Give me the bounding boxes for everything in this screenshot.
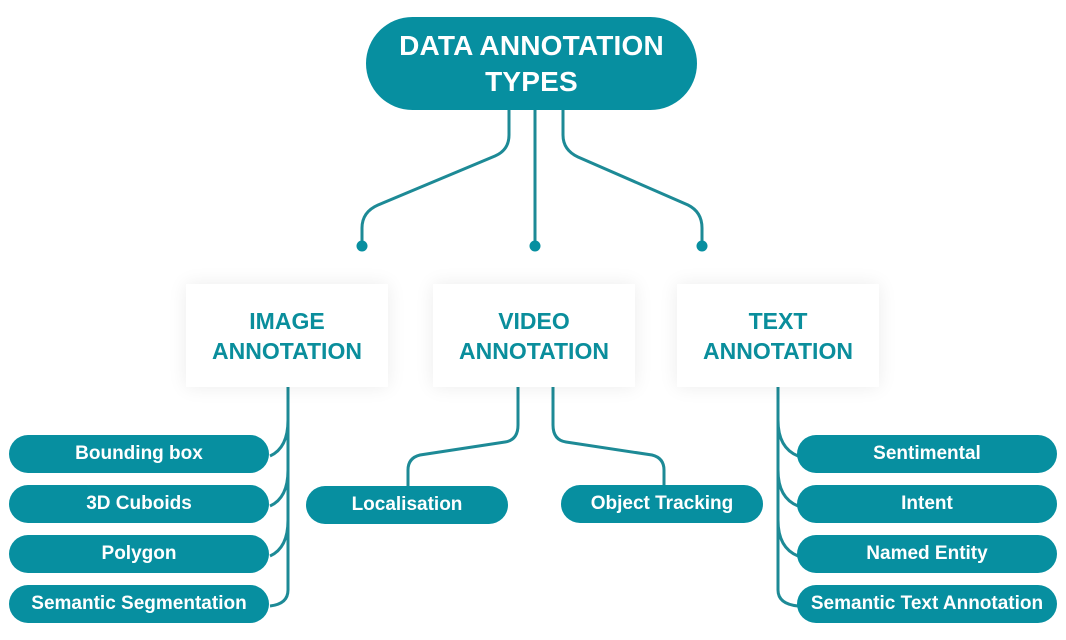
- category-title-line1: TEXT: [748, 307, 808, 334]
- category-title-line1: IMAGE: [249, 307, 325, 334]
- category-image-annotation: IMAGE ANNOTATION: [186, 284, 388, 387]
- root-title-line1: DATA ANNOTATION: [399, 29, 664, 61]
- connector-image-trunk: [269, 387, 290, 608]
- root-title-line2: TYPES: [485, 65, 578, 97]
- category-text-annotation: TEXT ANNOTATION: [677, 284, 879, 387]
- item-object-tracking: Object Tracking: [561, 485, 763, 523]
- item-polygon: Polygon: [9, 535, 269, 573]
- connector-image-3: [269, 519, 290, 558]
- connector-text-trunk: [776, 387, 799, 608]
- connector-video-1: [406, 387, 520, 486]
- item-semantic-segmentation: Semantic Segmentation: [9, 585, 269, 623]
- category-title-line2: ANNOTATION: [703, 337, 853, 364]
- connector-root-image: [360, 110, 511, 245]
- connector-video-2: [551, 387, 666, 486]
- connector-image-1: [269, 419, 290, 458]
- category-title-line2: ANNOTATION: [212, 337, 362, 364]
- connector-root-text: [561, 110, 704, 245]
- item-intent: Intent: [797, 485, 1057, 523]
- item-localisation: Localisation: [306, 486, 508, 524]
- connector-text-2: [776, 469, 799, 508]
- connector-text-3: [776, 519, 799, 558]
- category-title-line1: VIDEO: [498, 307, 570, 334]
- connector-dot-text: [696, 240, 708, 252]
- item-sentimental: Sentimental: [797, 435, 1057, 473]
- root-node: DATA ANNOTATION TYPES: [366, 17, 697, 110]
- item-bounding-box: Bounding box: [9, 435, 269, 473]
- item-3d-cuboids: 3D Cuboids: [9, 485, 269, 523]
- item-semantic-text-annotation: Semantic Text Annotation: [797, 585, 1057, 623]
- category-video-annotation: VIDEO ANNOTATION: [433, 284, 635, 387]
- connector-dot-image: [356, 240, 368, 252]
- item-named-entity: Named Entity: [797, 535, 1057, 573]
- connector-image-2: [269, 469, 290, 508]
- category-title-line2: ANNOTATION: [459, 337, 609, 364]
- connector-text-1: [776, 419, 799, 458]
- connector-dot-video: [529, 240, 541, 252]
